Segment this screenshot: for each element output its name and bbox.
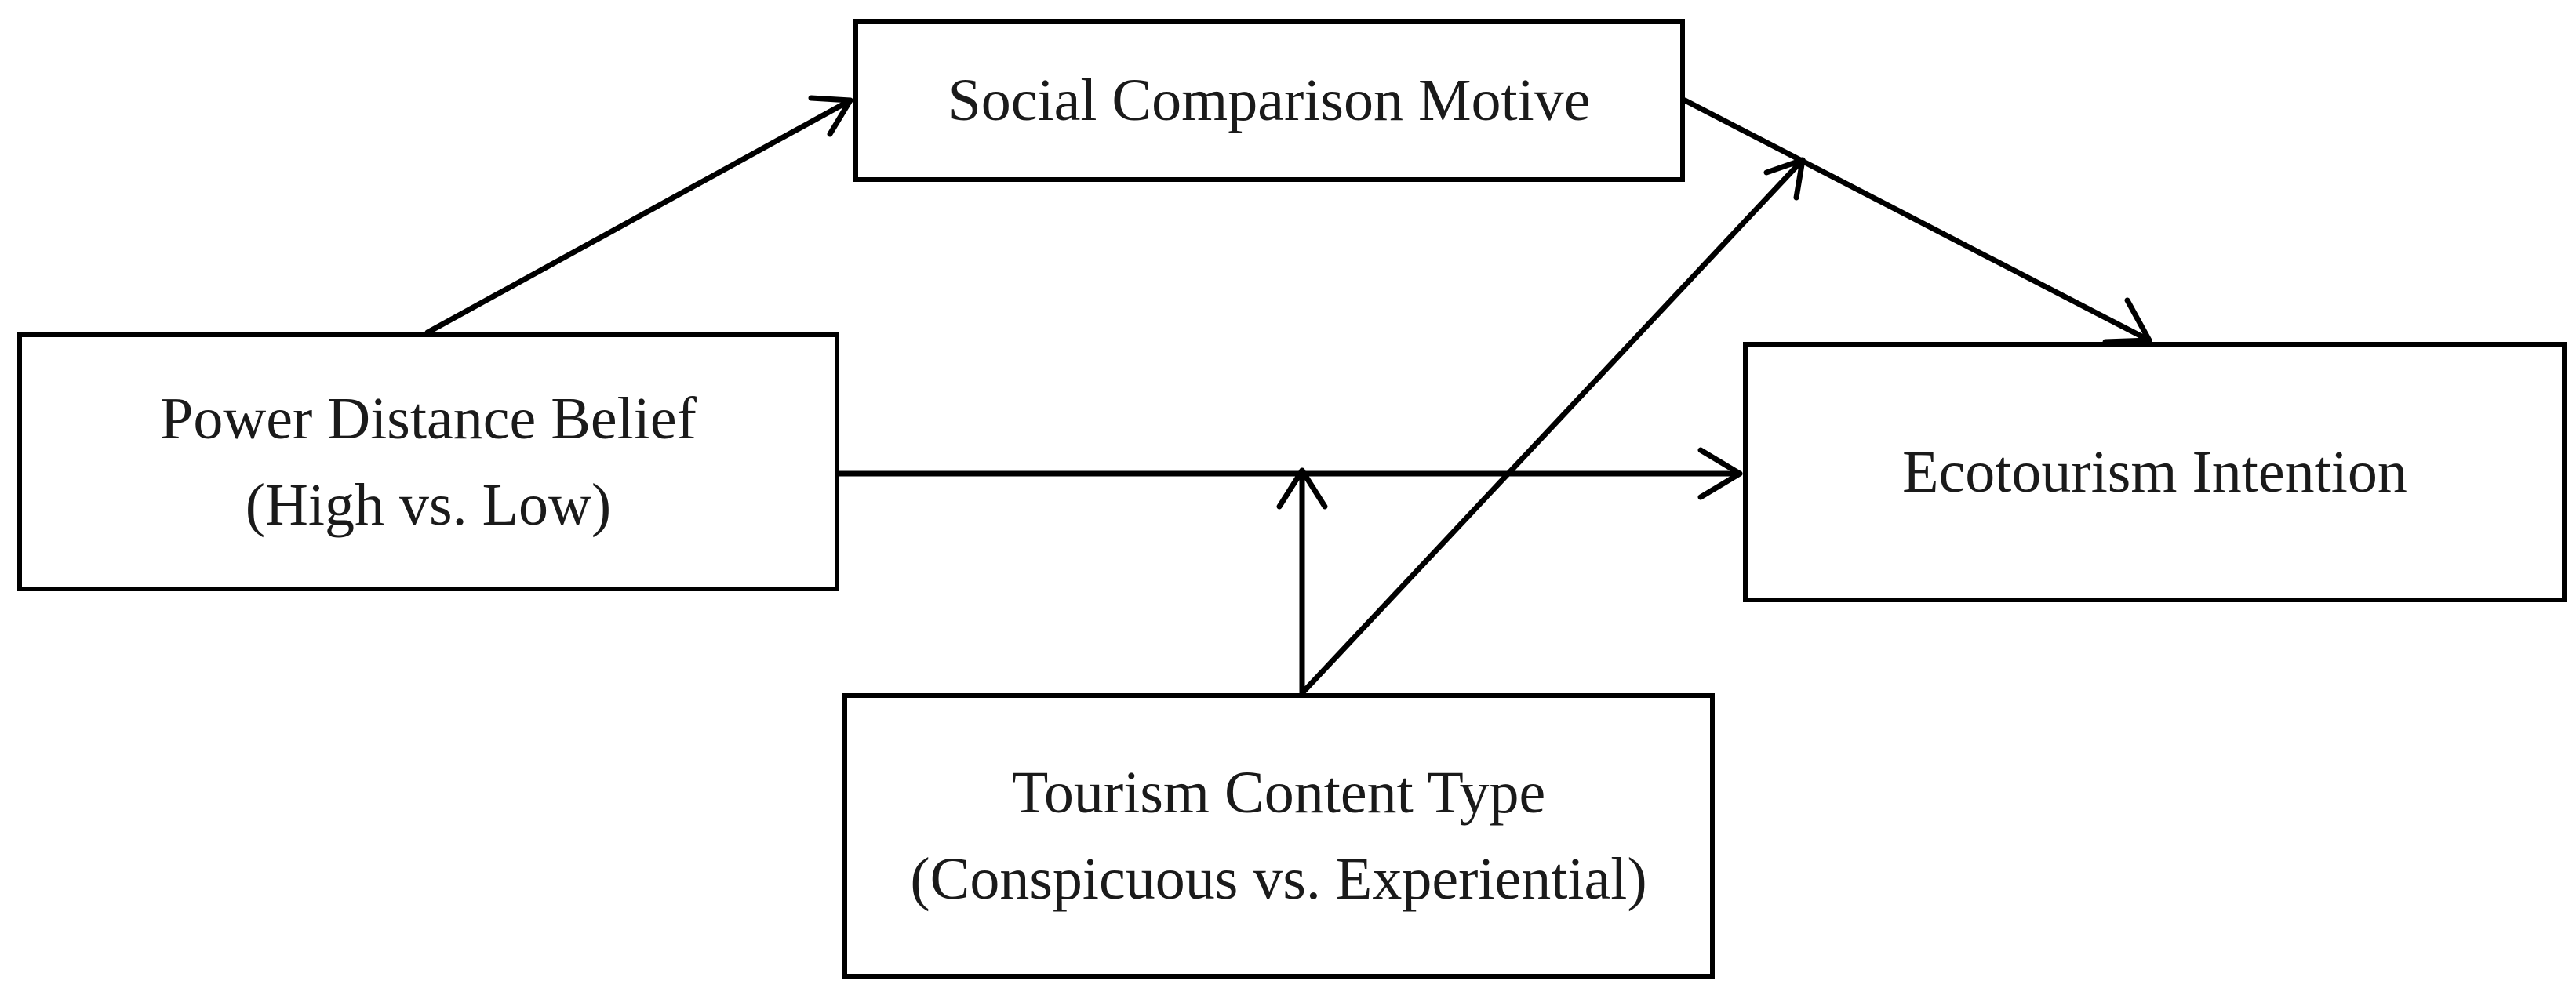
- arrowhead-icon: [1763, 157, 1806, 201]
- node-label: Social Comparison Motive: [948, 67, 1591, 133]
- node-label-line2: (High vs. Low): [245, 472, 612, 538]
- node-power-distance-belief: Power Distance Belief (High vs. Low): [17, 332, 839, 591]
- arrowhead-icon: [2102, 297, 2152, 345]
- edge-social-to-eco: [1682, 97, 2152, 345]
- edge-power-to-social: [424, 95, 853, 336]
- node-label-line1: Power Distance Belief: [160, 385, 697, 452]
- node-tourism-content-type: Tourism Content Type (Conspicuous vs. Ex…: [842, 693, 1715, 979]
- arrowhead-icon: [1276, 467, 1328, 510]
- node-label-line2: (Conspicuous vs. Experiential): [910, 846, 1647, 912]
- node-social-comparison-motive: Social Comparison Motive: [853, 19, 1685, 182]
- edge-tourism-to-mediated-path: [1299, 157, 1806, 696]
- node-ecotourism-intention: Ecotourism Intention: [1743, 342, 2567, 602]
- edge-power-to-eco: [836, 447, 1743, 500]
- edge-tourism-to-direct-path: [1276, 467, 1328, 696]
- arrowhead-icon: [1697, 447, 1743, 500]
- node-label: Ecotourism Intention: [1902, 438, 2407, 505]
- node-label-line1: Tourism Content Type: [1011, 759, 1546, 826]
- arrowhead-icon: [808, 95, 853, 137]
